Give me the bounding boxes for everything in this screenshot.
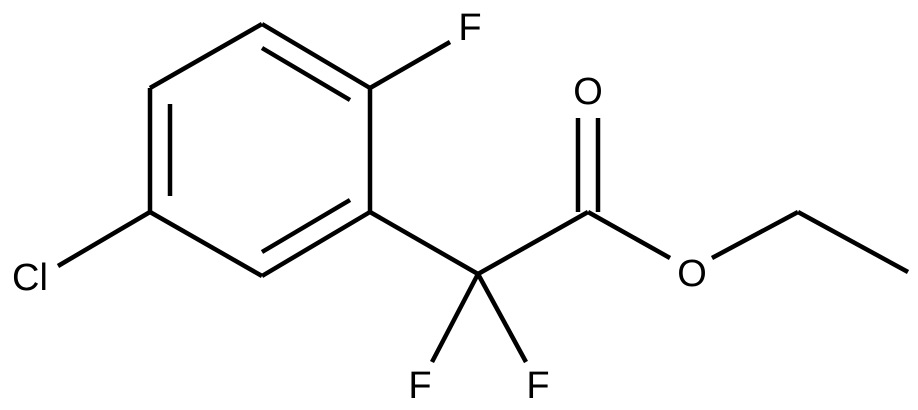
atom-label-chlorine: Cl bbox=[12, 257, 48, 299]
ring-bond-top-right bbox=[260, 22, 372, 90]
bond-ch2-ch3 bbox=[796, 210, 910, 274]
ring-double-bond-inner-top bbox=[260, 46, 352, 102]
atom-label-fluorine-ring: F bbox=[458, 7, 481, 49]
bond-ring-cf2 bbox=[368, 210, 480, 276]
bond-ring-fluorine bbox=[368, 40, 452, 90]
bond-cf2-carbonyl bbox=[476, 210, 590, 276]
ring-bond-bottom-right bbox=[260, 210, 372, 278]
atom-label-carbonyl-oxygen: O bbox=[573, 71, 603, 113]
bond-carbonyl-ester-oxygen bbox=[586, 210, 672, 260]
atom-label-fluorine-right: F bbox=[526, 365, 549, 407]
ring-bond-top-left bbox=[148, 22, 264, 90]
atom-label-ester-oxygen: O bbox=[677, 253, 707, 295]
bond-cf2-fluorine-left bbox=[430, 272, 480, 364]
atom-label-fluorine-left: F bbox=[408, 365, 431, 407]
ring-bond-bottom-left bbox=[148, 210, 264, 278]
benzene-ring bbox=[147, 22, 373, 278]
ring-double-bond-inner-bottom bbox=[260, 198, 352, 254]
bond-ring-chlorine bbox=[56, 210, 152, 268]
bond-cf2-fluorine-right bbox=[476, 272, 528, 364]
bond-ester-oxygen-ch2 bbox=[710, 210, 800, 260]
